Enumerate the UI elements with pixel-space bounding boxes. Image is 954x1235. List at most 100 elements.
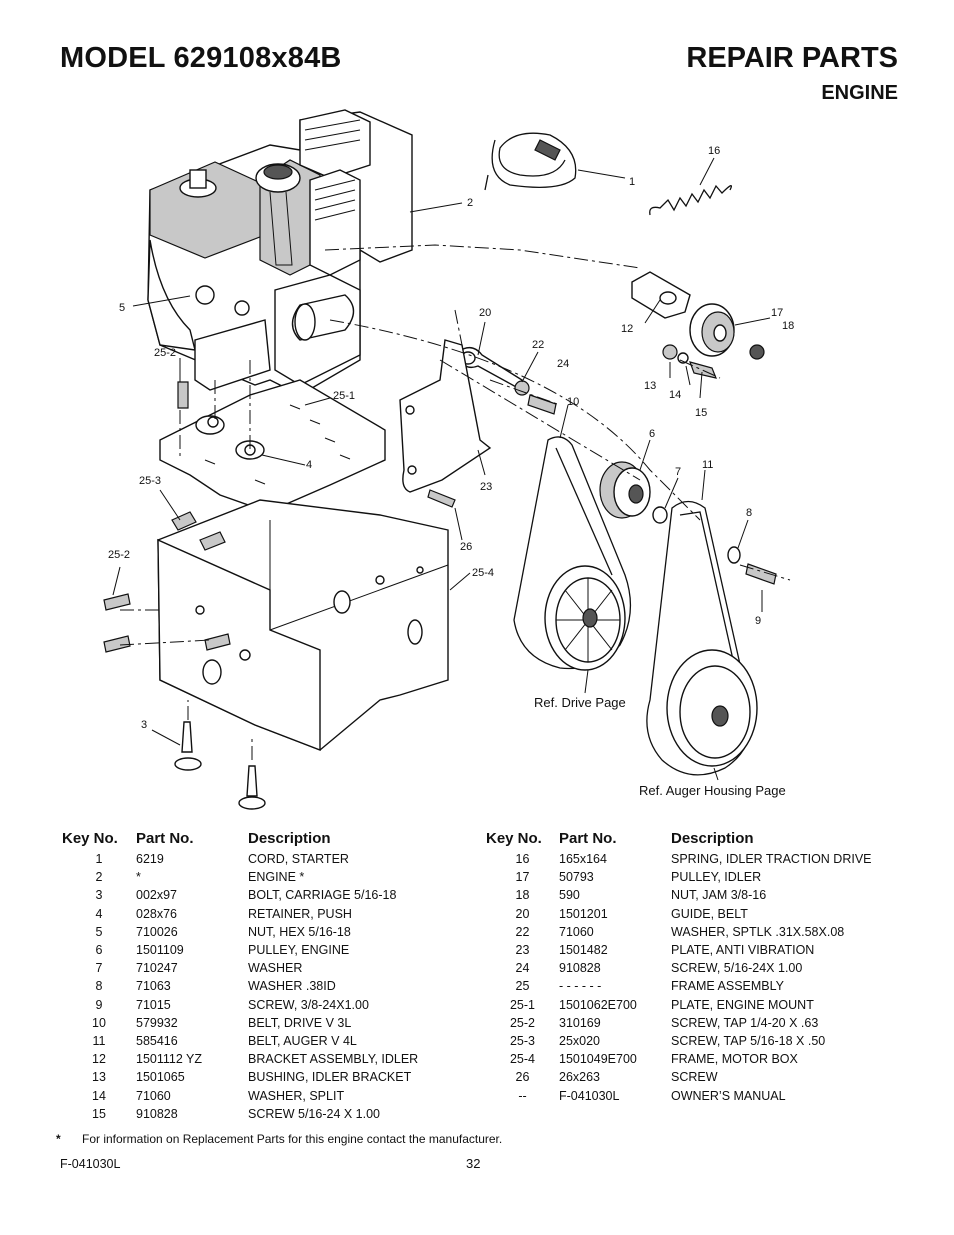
footnote: * For information on Replacement Parts fo…: [56, 1132, 502, 1146]
table-row: 2 * ENGINE *: [62, 868, 473, 886]
header-key-no: Key No.: [486, 829, 542, 847]
key-no-cell: 16: [515, 852, 530, 867]
part-no-cell: 1501062E700: [559, 997, 637, 1012]
header-part-no: Part No.: [559, 829, 617, 847]
description-cell: PLATE, ENGINE MOUNT: [671, 997, 814, 1012]
description-cell: BELT, DRIVE V 3L: [248, 1015, 352, 1030]
part-no-cell: - - - - - -: [559, 979, 602, 994]
callout-7: 7: [675, 466, 681, 478]
callout-4: 4: [306, 459, 312, 471]
part-no-cell: 590: [559, 888, 580, 903]
key-no-cell: 12: [92, 1052, 106, 1067]
part-no-cell: 579932: [136, 1015, 178, 1030]
callout-15: 15: [695, 407, 707, 419]
callout-6: 6: [649, 428, 655, 440]
callout-17: 17: [771, 307, 783, 319]
header-description: Description: [248, 829, 331, 847]
description-cell: BELT, AUGER V 4L: [248, 1033, 357, 1048]
description-cell: ENGINE *: [248, 870, 305, 885]
callout-11: 11: [702, 459, 713, 471]
description-cell: CORD, STARTER: [248, 852, 349, 867]
page-number: 32: [466, 1156, 481, 1171]
key-no-cell: 25-3: [509, 1033, 536, 1048]
key-no-cell: 2: [95, 870, 103, 885]
header-description: Description: [671, 829, 754, 847]
part-no-cell: 710247: [136, 961, 178, 976]
description-cell: RETAINER, PUSH: [248, 906, 352, 921]
part-no-cell: 50793: [559, 870, 594, 885]
description-cell: BRACKET ASSEMBLY, IDLER: [248, 1052, 419, 1067]
page-title-section: REPAIR PARTS: [686, 42, 898, 74]
key-no-cell: 3: [95, 888, 103, 903]
callout-25-3: 25-3: [139, 475, 161, 487]
part-no-cell: 71060: [136, 1088, 171, 1103]
description-cell: WASHER, SPTLK .31X.58X.08: [671, 924, 845, 939]
key-no-cell: 10: [92, 1015, 106, 1030]
description-cell: WASHER .38ID: [248, 979, 336, 994]
description-cell: WASHER, SPLIT: [248, 1088, 345, 1103]
callout-9: 9: [755, 615, 761, 627]
key-no-cell: 11: [92, 1033, 106, 1048]
key-no-cell: 13: [92, 1070, 106, 1085]
callout-18: 18: [782, 320, 794, 332]
callout-25-2a: 25-2: [154, 347, 176, 359]
footnote-text: For information on Replacement Parts for…: [82, 1132, 503, 1146]
callout-25-1: 25-1: [333, 390, 355, 402]
description-cell: SPRING, IDLER TRACTION DRIVE: [671, 852, 872, 867]
key-no-cell: 7: [95, 961, 103, 976]
description-cell: PULLEY, IDLER: [671, 870, 762, 885]
part-no-cell: 6219: [136, 852, 164, 867]
idler-spring: [649, 184, 733, 216]
key-no-cell: 1: [95, 852, 103, 867]
callout-14: 14: [669, 389, 681, 401]
callout-2: 2: [467, 197, 473, 209]
callout-8: 8: [746, 507, 752, 519]
part-no-cell: 910828: [136, 1106, 178, 1121]
header-part-no: Part No.: [136, 829, 194, 847]
key-no-cell: 24: [515, 961, 530, 976]
exploded-parts-diagram: 16 1 2 5 25-2 25-1 4 25-3 25-2 3 20 22 2…: [103, 109, 794, 810]
description-cell: PULLEY, ENGINE: [248, 943, 350, 958]
table-row: 7 710247 WASHER: [62, 959, 473, 977]
callout-26: 26: [460, 541, 472, 553]
table-row: 25- - - - - -FRAME ASSEMBLY: [486, 977, 896, 995]
callout-24: 24: [557, 358, 569, 370]
description-cell: SCREW, TAP 1/4-20 X .63: [671, 1015, 819, 1030]
callout-16: 16: [708, 145, 720, 157]
key-no-cell: 18: [515, 888, 530, 903]
description-cell: NUT, HEX 5/16-18: [248, 924, 351, 939]
description-cell: SCREW 5/16-24 X 1.00: [248, 1106, 381, 1121]
description-cell: WASHER: [248, 961, 303, 976]
part-no-cell: 002x97: [136, 888, 178, 903]
description-cell: BUSHING, IDLER BRACKET: [248, 1070, 412, 1085]
footnote-symbol: *: [56, 1132, 61, 1146]
key-no-cell: 6: [95, 943, 103, 958]
page-subtitle: ENGINE: [821, 82, 898, 104]
key-no-cell: 23: [515, 943, 530, 958]
part-no-cell: 310169: [559, 1015, 601, 1030]
part-no-cell: *: [136, 870, 141, 885]
page-title-model: MODEL 629108x84B: [60, 42, 342, 74]
description-cell: SCREW, 3/8-24X1.00: [248, 997, 369, 1012]
